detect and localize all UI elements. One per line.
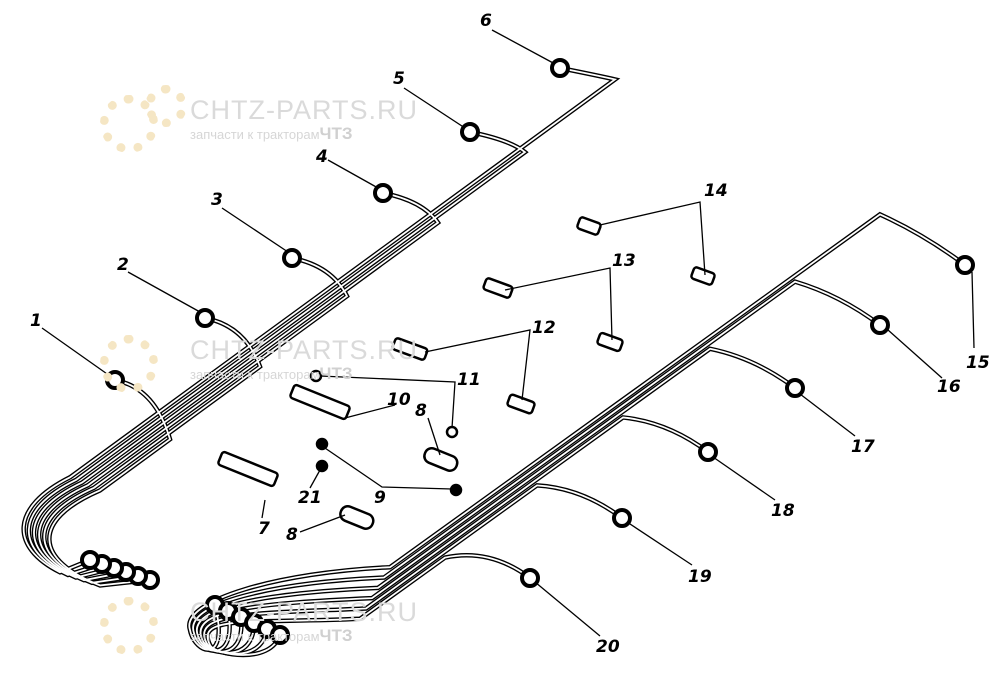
right-pipe [194, 346, 797, 654]
clip-13b [596, 331, 624, 353]
union-nut [955, 255, 975, 275]
clip-14b [690, 266, 716, 286]
bolt-11b [445, 425, 459, 439]
callout-labels: 1 2 3 4 5 6 7 8 8 9 10 11 12 13 14 15 16… [30, 11, 990, 657]
callout-8a: 8 [415, 401, 427, 421]
clip-12a [391, 337, 429, 361]
left-pipe [33, 192, 440, 579]
callout-13: 13 [612, 251, 636, 271]
pipes [21, 65, 967, 658]
callout-6: 6 [480, 11, 492, 31]
union-nut [460, 122, 480, 142]
union-nut [282, 248, 302, 268]
callout-10: 10 [387, 390, 411, 410]
pipes-highlight [22, 67, 966, 656]
clip-14a [576, 216, 602, 236]
clip-13a [482, 277, 514, 299]
union-nut [612, 508, 632, 528]
callout-4: 4 [315, 147, 328, 167]
plate-7 [217, 450, 279, 488]
callout-19: 19 [688, 567, 712, 587]
union-nut [870, 315, 890, 335]
left-pipe [48, 379, 172, 587]
nut-9b [449, 483, 463, 497]
sleeve-8a [423, 447, 459, 472]
plate-10 [289, 383, 351, 421]
union-nut [520, 568, 540, 588]
pump-union-nut [80, 550, 100, 570]
left-pipe [22, 67, 618, 574]
callout-21: 21 [298, 488, 322, 508]
callout-12: 12 [532, 318, 556, 338]
small-parts [217, 216, 716, 530]
callout-9: 9 [374, 488, 386, 508]
callout-1: 1 [30, 311, 42, 331]
callout-2: 2 [117, 255, 129, 275]
callout-20: 20 [596, 637, 620, 657]
callout-8b: 8 [286, 525, 298, 545]
pump-union-nut [270, 625, 290, 645]
callout-3: 3 [211, 190, 223, 210]
callout-11: 11 [457, 370, 481, 390]
sleeve-8b [339, 505, 375, 530]
callout-18: 18 [771, 501, 795, 521]
union-nut [195, 308, 215, 328]
callout-14: 14 [704, 181, 728, 201]
left-pipe [38, 257, 349, 582]
clip-12b [506, 393, 536, 415]
union-nut [698, 442, 718, 462]
callout-17: 17 [851, 437, 875, 457]
left-pipe [43, 317, 262, 584]
callout-5: 5 [393, 69, 405, 89]
callout-15: 15 [966, 353, 990, 373]
nut-9a [315, 437, 329, 451]
union-nut [373, 183, 393, 203]
bolt-11a [309, 369, 323, 383]
callout-16: 16 [937, 377, 961, 397]
union-nut [550, 58, 570, 78]
union-nut [105, 370, 125, 390]
washer-21 [315, 459, 329, 473]
union-nut [785, 378, 805, 398]
left-pipe [28, 131, 527, 576]
callout-7: 7 [258, 519, 270, 539]
leader-lines [41, 29, 975, 637]
